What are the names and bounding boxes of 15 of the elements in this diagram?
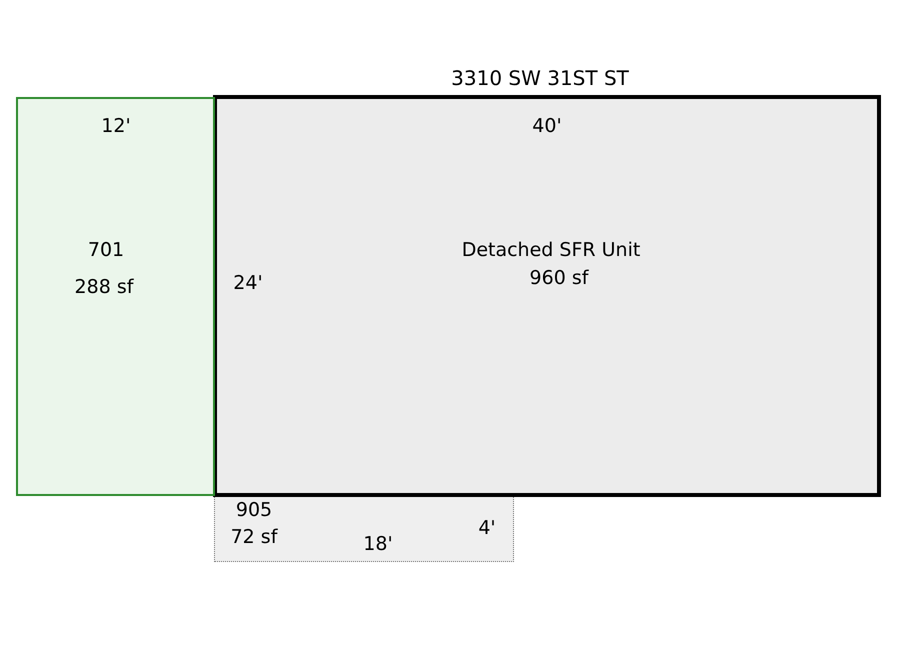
- address-title: 3310 SW 31ST ST: [450, 66, 630, 90]
- room-area: 288 sf: [74, 276, 134, 298]
- room-area: 72 sf: [230, 526, 278, 548]
- dimension-label: 4': [478, 517, 496, 539]
- room-outline: [213, 95, 881, 497]
- room-area: 960 sf: [530, 267, 588, 289]
- room-name: 701: [88, 239, 124, 261]
- dimension-label: 12': [101, 115, 131, 137]
- dimension-label: 40': [532, 115, 562, 137]
- room-name: Detached SFR Unit: [462, 239, 640, 261]
- room-outline: [16, 97, 215, 496]
- room-outline: [214, 494, 514, 562]
- dimension-label: 18': [363, 533, 393, 555]
- dimension-label: 24': [233, 272, 263, 294]
- room-name: 905: [236, 499, 272, 521]
